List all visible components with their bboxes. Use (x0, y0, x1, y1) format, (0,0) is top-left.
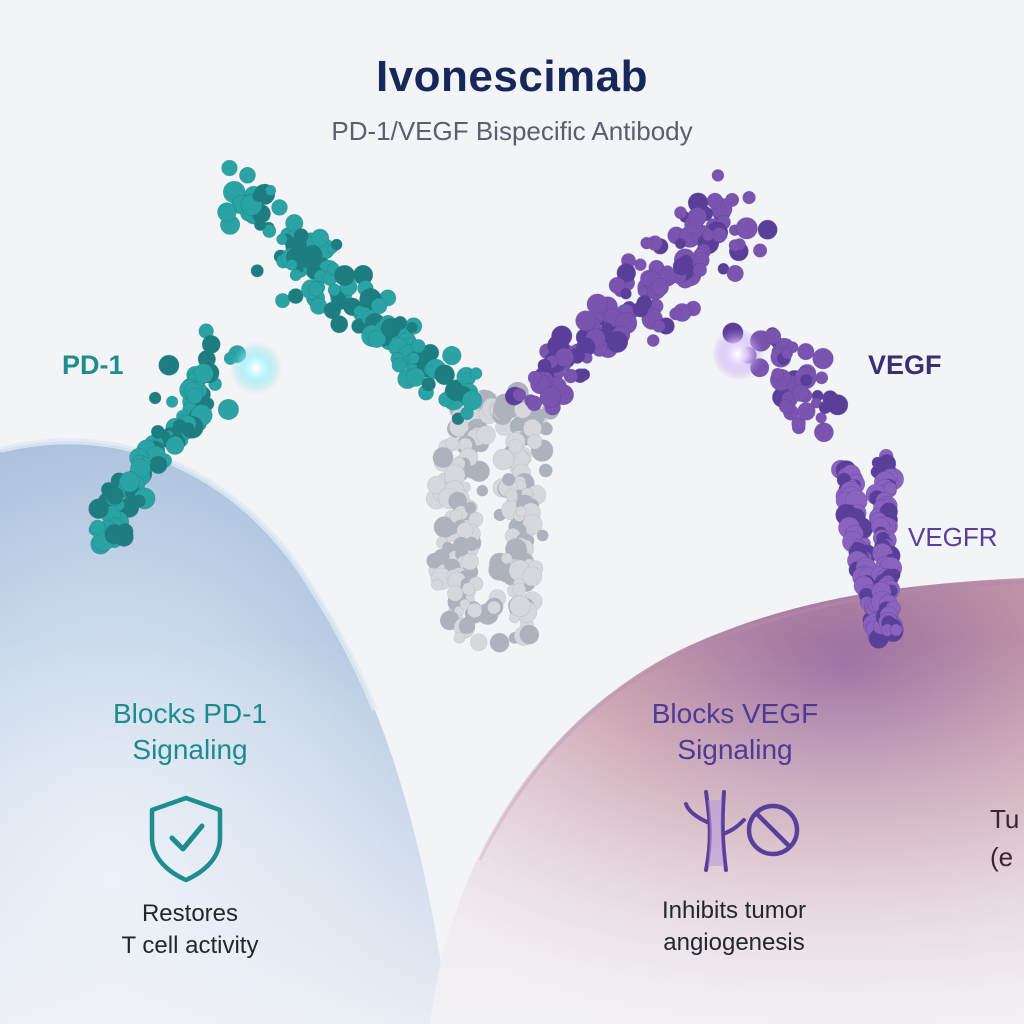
vegfr-receptor-right (865, 448, 904, 643)
page-subtitle: PD-1/VEGF Bispecific Antibody (331, 116, 693, 146)
protein-structures (88, 159, 904, 653)
restores-line2: T cell activity (121, 932, 259, 959)
inhibits-line2: angiogenesis (663, 929, 805, 956)
antibody-fab-purple (504, 169, 778, 416)
vegfr-receptor-left (830, 459, 895, 649)
vegf-label: VEGF (868, 350, 942, 380)
vegf-binding-glow (712, 328, 764, 380)
inhibits-caption: Inhibits tumor angiogenesis (614, 895, 854, 959)
blocks-vegf-heading: Blocks VEGF Signaling (600, 696, 870, 768)
blocks-pd1-line1: Blocks PD-1 (112, 698, 268, 729)
restores-line1: Restores (141, 900, 239, 927)
pd1-binding-glow (230, 342, 282, 394)
pd1-label: PD-1 (62, 350, 124, 380)
cropped-edge-line1: Tu (990, 804, 1020, 834)
blood-vessel-blocked-icon (684, 790, 800, 872)
page-title: Ivonescimab (375, 52, 649, 101)
bottom-fade (0, 640, 1024, 1024)
vegfr-label: VEGFR (908, 522, 998, 552)
antibody-fab-teal (217, 159, 483, 426)
blocks-pd1-line2: Signaling (132, 734, 248, 765)
blocks-vegf-line1: Blocks VEGF (651, 698, 819, 729)
blocks-pd1-heading: Blocks PD-1 Signaling (40, 696, 340, 768)
restores-caption: Restores T cell activity (70, 898, 310, 962)
pd1-receptor (88, 323, 247, 555)
cropped-edge-line2: (e (990, 842, 1014, 872)
shield-check-icon (149, 795, 223, 883)
inhibits-line1: Inhibits tumor (661, 897, 807, 924)
cropped-edge-text: Tu (e (990, 800, 1019, 876)
antibody-fc-right-chain (484, 391, 560, 653)
blocks-vegf-line2: Signaling (677, 734, 793, 765)
